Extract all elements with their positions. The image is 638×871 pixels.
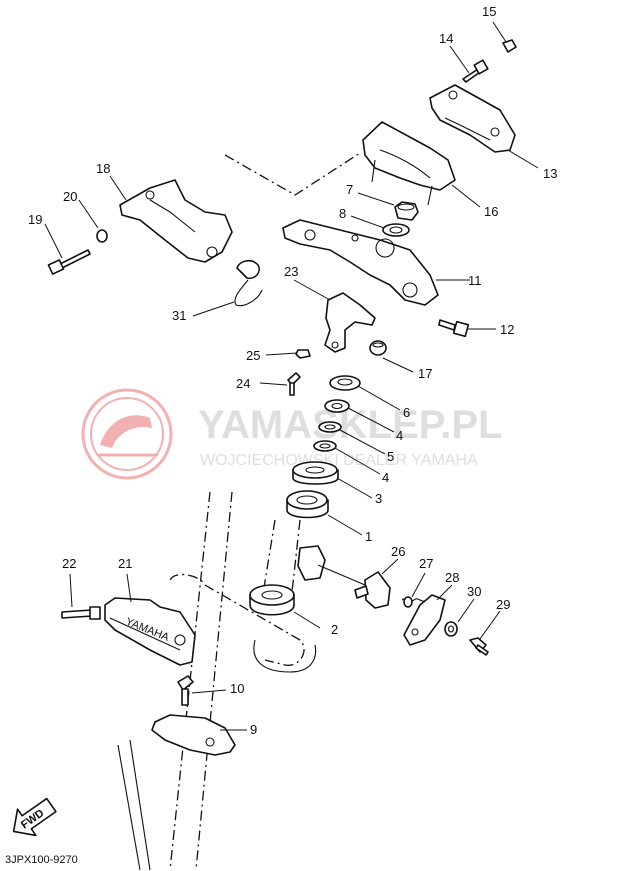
part-6: [329, 375, 361, 391]
callout-11: 11: [468, 273, 482, 288]
part-5: [318, 421, 342, 433]
part-26: [297, 545, 391, 609]
part-24: [287, 372, 301, 396]
callout-29: 29: [496, 597, 510, 612]
diagram-code: 3JPX100-9270: [5, 854, 78, 866]
callout-9: 9: [250, 722, 257, 737]
part-16: [362, 121, 456, 206]
part-23: [324, 292, 376, 353]
callout-1: 1: [365, 529, 372, 544]
callout-16: 16: [484, 204, 498, 219]
callout-21: 21: [118, 556, 132, 571]
callout-6: 6: [403, 405, 410, 420]
part-3: [292, 461, 339, 485]
callout-30: 30: [467, 584, 481, 599]
part-17: [369, 340, 387, 356]
callout-4a: 4: [396, 428, 403, 443]
watermark-subtitle: WOJCIECHOWSKI DEALER YAMAHA: [200, 452, 478, 469]
callout-19: 19: [28, 212, 42, 227]
callout-26: 26: [391, 544, 405, 559]
callout-15: 15: [482, 4, 496, 19]
callout-20: 20: [63, 189, 77, 204]
part-9: [151, 714, 236, 756]
callout-31: 31: [172, 308, 186, 323]
part-27: [401, 596, 427, 608]
callout-24: 24: [236, 376, 250, 391]
callout-8: 8: [339, 206, 346, 221]
callout-13: 13: [543, 166, 557, 181]
callout-2: 2: [331, 622, 338, 637]
part-10: [177, 675, 194, 706]
callout-7: 7: [346, 182, 353, 197]
part-22: [61, 606, 101, 620]
callout-12: 12: [500, 322, 514, 337]
callout-17: 17: [418, 366, 432, 381]
part-4b: [313, 440, 337, 452]
part-15: [502, 39, 517, 53]
part-8: [382, 223, 410, 237]
callout-5: 5: [387, 449, 394, 464]
part-11: [282, 219, 439, 306]
part-4a: [324, 399, 350, 413]
part-7: [394, 201, 419, 221]
part-1: [286, 490, 329, 519]
leader-lines: [44, 21, 539, 731]
callout-18: 18: [96, 161, 110, 176]
callout-4b: 4: [382, 470, 389, 485]
part-29: [469, 637, 489, 656]
watermark-logo-icon: [81, 388, 173, 480]
part-18: [119, 179, 233, 263]
callout-28: 28: [445, 570, 459, 585]
callout-3: 3: [375, 491, 382, 506]
part-21: YAMAHA: [104, 597, 196, 666]
part-31: [234, 259, 263, 307]
callout-25: 25: [246, 348, 260, 363]
callout-14: 14: [439, 31, 453, 46]
part-14: [462, 59, 489, 83]
part-30: [444, 621, 458, 637]
part-12: [438, 319, 470, 338]
part-2: [249, 584, 295, 616]
callout-27: 27: [419, 556, 433, 571]
fwd-arrow-icon: FWD: [12, 797, 57, 837]
part-28: [403, 594, 446, 646]
watermark: YAMASKLEP.PL WOJCIECHOWSKI DEALER YAMAHA: [81, 388, 503, 480]
callout-labels: 15 14 13 18 7 16 20 19 8 11 23 31 12 25 …: [28, 4, 557, 737]
watermark-title: YAMASKLEP.PL: [198, 403, 503, 447]
part-25: [295, 349, 311, 359]
part-13: [429, 84, 516, 153]
frame-outline: [117, 152, 361, 871]
callout-23: 23: [284, 264, 298, 279]
part-20: [96, 229, 108, 243]
part-19: [47, 249, 91, 275]
callout-22: 22: [62, 556, 76, 571]
callout-10: 10: [230, 681, 244, 696]
